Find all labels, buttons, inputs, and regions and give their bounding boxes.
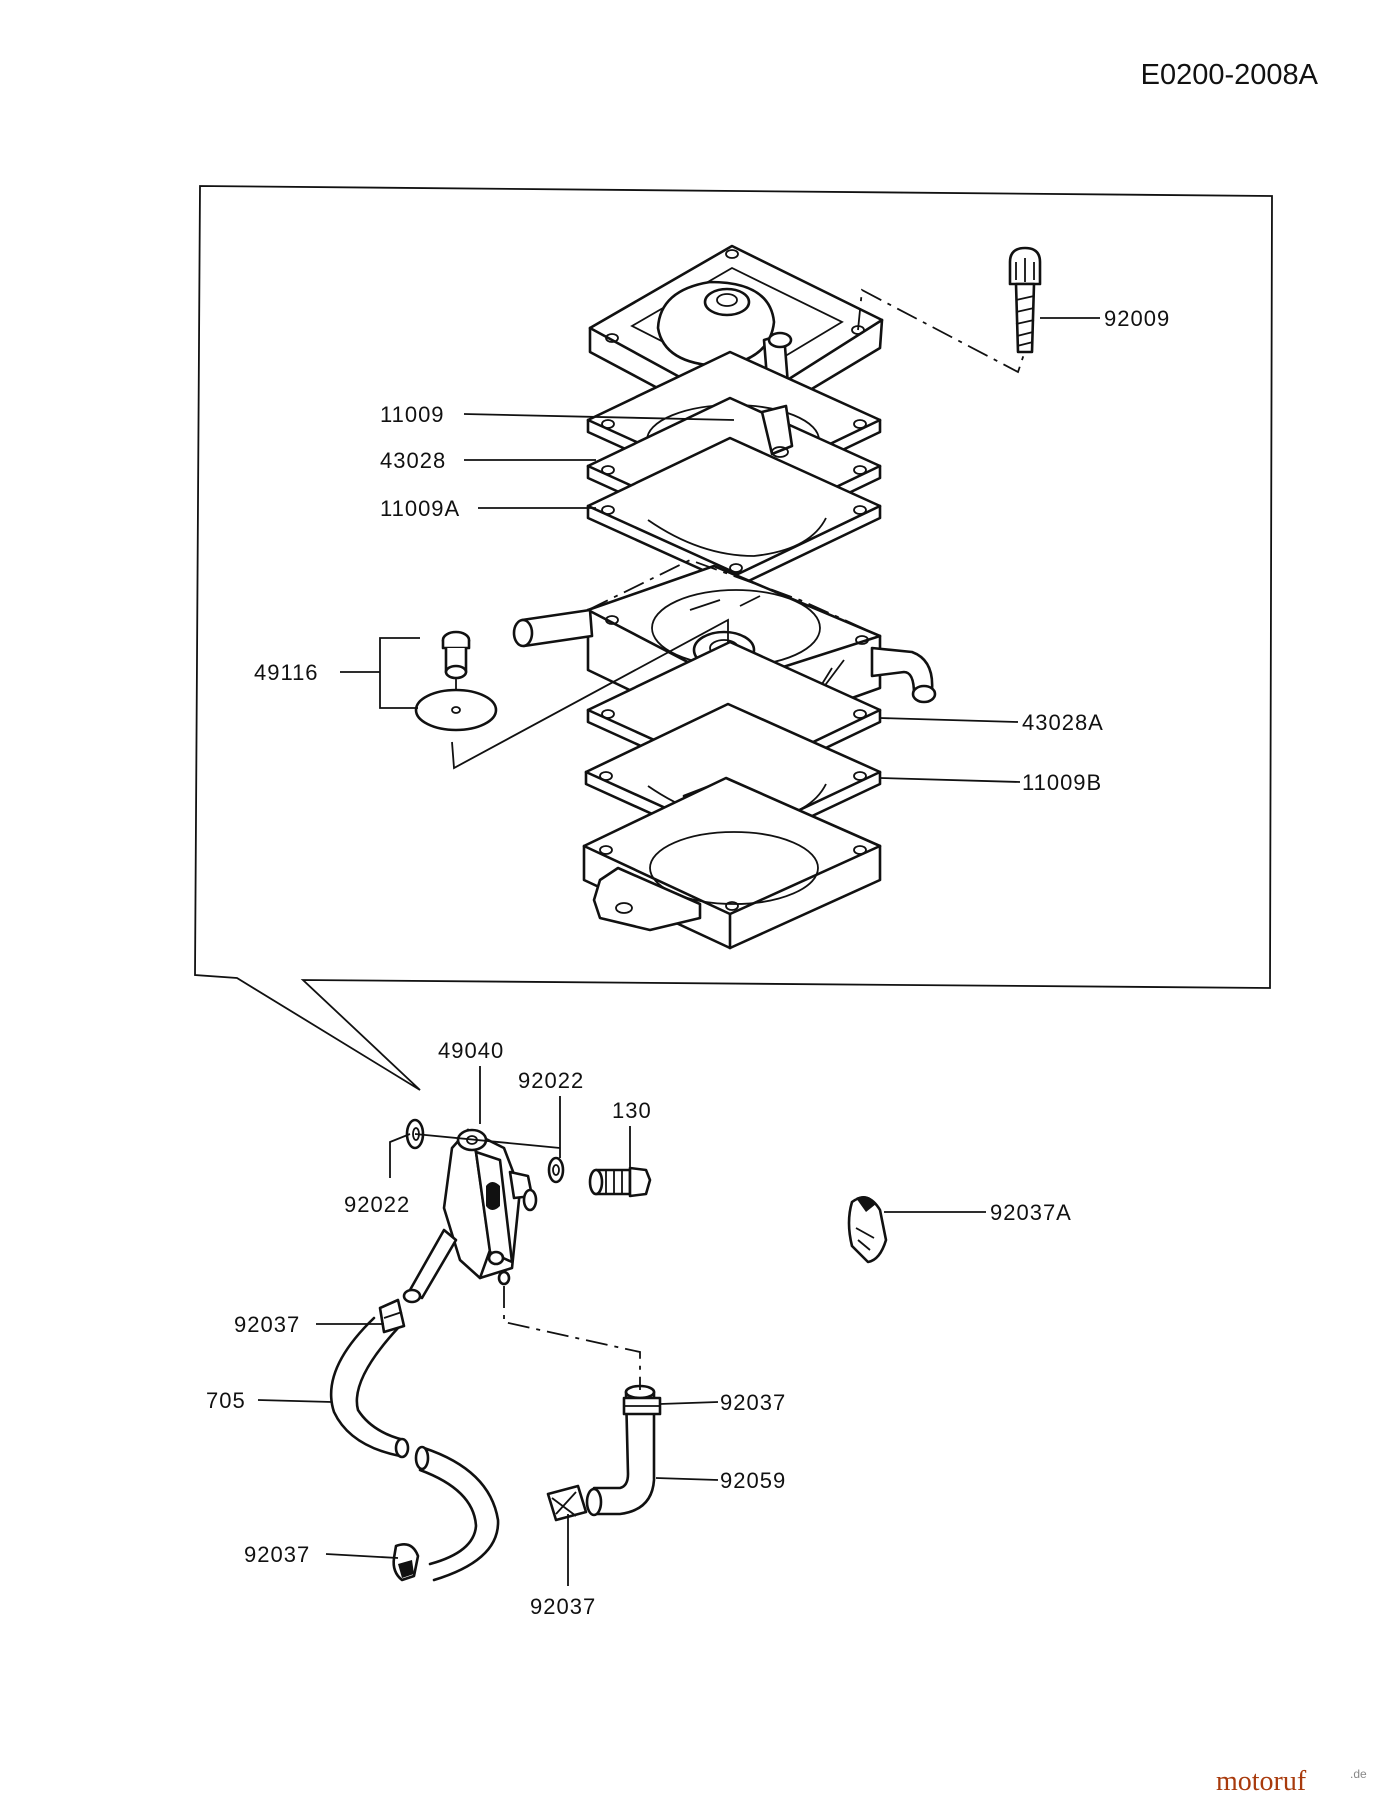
part-label-92059: 92059	[720, 1468, 786, 1493]
gasket-11009a	[586, 436, 882, 588]
watermark-suffix: .de	[1350, 1767, 1367, 1781]
part-label-92037-right-bottom: 92037	[530, 1594, 596, 1619]
part-label-49040: 49040	[438, 1038, 504, 1063]
part-label-43028: 43028	[380, 448, 446, 473]
clamp-icon	[378, 1298, 406, 1334]
bolt-icon	[1008, 246, 1042, 354]
part-label-92037-top-left: 92037	[234, 1312, 300, 1337]
valve-icon	[414, 630, 498, 732]
hose-92059	[585, 1384, 662, 1517]
clamp-icon	[847, 1196, 888, 1264]
part-label-49116: 49116	[254, 660, 319, 685]
part-label-130: 130	[612, 1098, 652, 1123]
watermark-brand: motoruf	[1216, 1766, 1307, 1797]
hose-alignment-line	[503, 1286, 641, 1390]
part-label-92022-left: 92022	[344, 1192, 410, 1217]
part-label-92009: 92009	[1104, 306, 1170, 331]
part-label-92037-right-top: 92037	[720, 1390, 786, 1415]
part-label-92037a: 92037A	[990, 1200, 1072, 1225]
detail-callout-frame	[194, 185, 1273, 1091]
clamp-icon	[546, 1484, 588, 1522]
part-label-43028a: 43028A	[1022, 710, 1104, 735]
valve-bracket	[340, 637, 420, 709]
leader-lines	[257, 317, 1100, 1586]
part-label-92037-bottom-left: 92037	[244, 1542, 310, 1567]
valve-alignment-line	[451, 618, 729, 770]
part-label-11009: 11009	[380, 402, 445, 427]
part-label-11009a: 11009A	[380, 496, 460, 521]
bolt-alignment-line	[857, 288, 1025, 374]
clamp-icon	[392, 1543, 420, 1582]
washer-alignment-line	[414, 1133, 561, 1149]
diagram-code: E0200-2008A	[1141, 59, 1319, 91]
bolt-icon	[588, 1166, 652, 1198]
part-label-92022-right: 92022	[518, 1068, 584, 1093]
pump-base	[582, 776, 882, 950]
fuel-pump-assembly	[402, 1128, 538, 1304]
part-label-11009b: 11009B	[1022, 770, 1102, 795]
part-label-705: 705	[206, 1388, 246, 1413]
hose-705	[329, 1316, 500, 1582]
watermark-logo: motoruf .de	[1216, 1766, 1367, 1797]
washer-icon	[547, 1156, 565, 1184]
